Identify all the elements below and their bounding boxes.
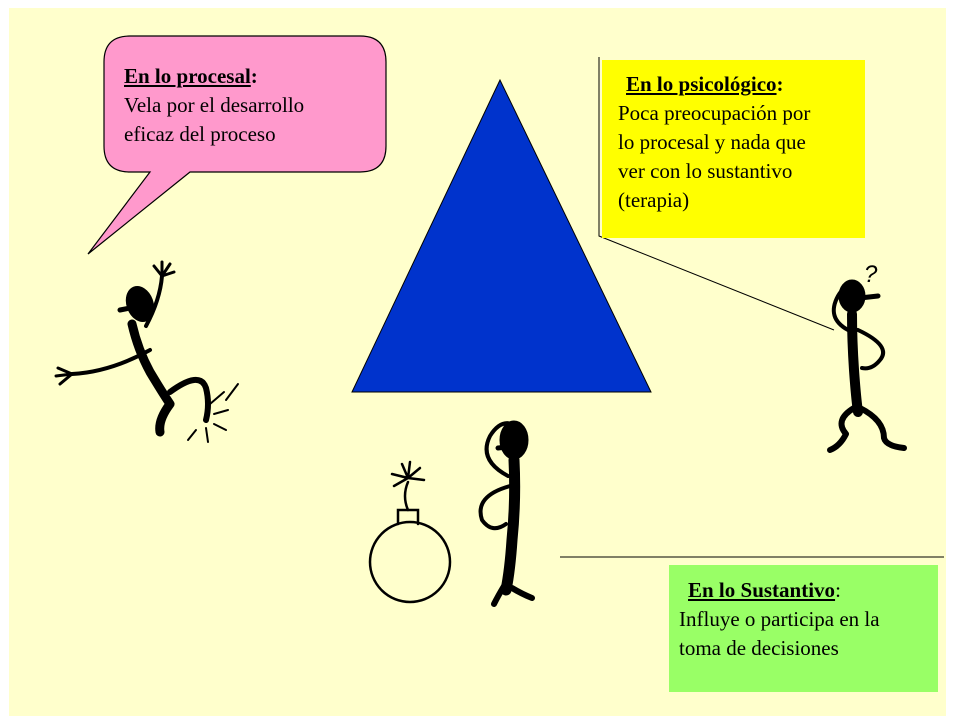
sustantivo-box bbox=[669, 565, 938, 692]
psicologico-connector-line bbox=[598, 57, 835, 331]
thinking-figure-icon bbox=[478, 420, 535, 607]
psicologico-line-4: (terapia) bbox=[618, 188, 690, 212]
procesal-line-1: Vela por el desarrollo bbox=[124, 93, 305, 117]
sustantivo-line-1: Influye o participa en la bbox=[679, 607, 880, 631]
bomb-icon bbox=[368, 460, 452, 604]
psicologico-text: En lo psicológico: Poca preocupación por… bbox=[618, 70, 810, 215]
question-mark-icon: ? bbox=[864, 261, 878, 288]
sustantivo-heading: En lo Sustantivo bbox=[688, 578, 836, 602]
procesal-colon: : bbox=[250, 64, 258, 88]
procesal-heading: En lo procesal bbox=[124, 64, 251, 88]
sustantivo-line-2: toma de decisiones bbox=[679, 636, 839, 660]
psicologico-line-2: lo procesal y nada que bbox=[618, 130, 806, 154]
psicologico-line-3: ver con lo sustantivo bbox=[618, 159, 793, 183]
sustantivo-colon: : bbox=[835, 578, 841, 602]
procesal-text: En lo procesal: Vela por el desarrollo e… bbox=[124, 62, 304, 149]
psicologico-box bbox=[602, 60, 865, 238]
sustantivo-text: En lo Sustantivo: Influye o participa en… bbox=[679, 576, 880, 663]
pink-callout-bubble bbox=[87, 35, 387, 255]
blue-triangle bbox=[351, 78, 652, 393]
puzzled-figure-icon: ? bbox=[827, 261, 907, 453]
psicologico-line-1: Poca preocupación por bbox=[618, 101, 811, 125]
procesal-line-2: eficaz del proceso bbox=[124, 122, 276, 146]
falling-figure-icon bbox=[54, 260, 239, 443]
psicologico-heading: En lo psicológico bbox=[626, 72, 777, 96]
psicologico-colon: : bbox=[776, 72, 784, 96]
